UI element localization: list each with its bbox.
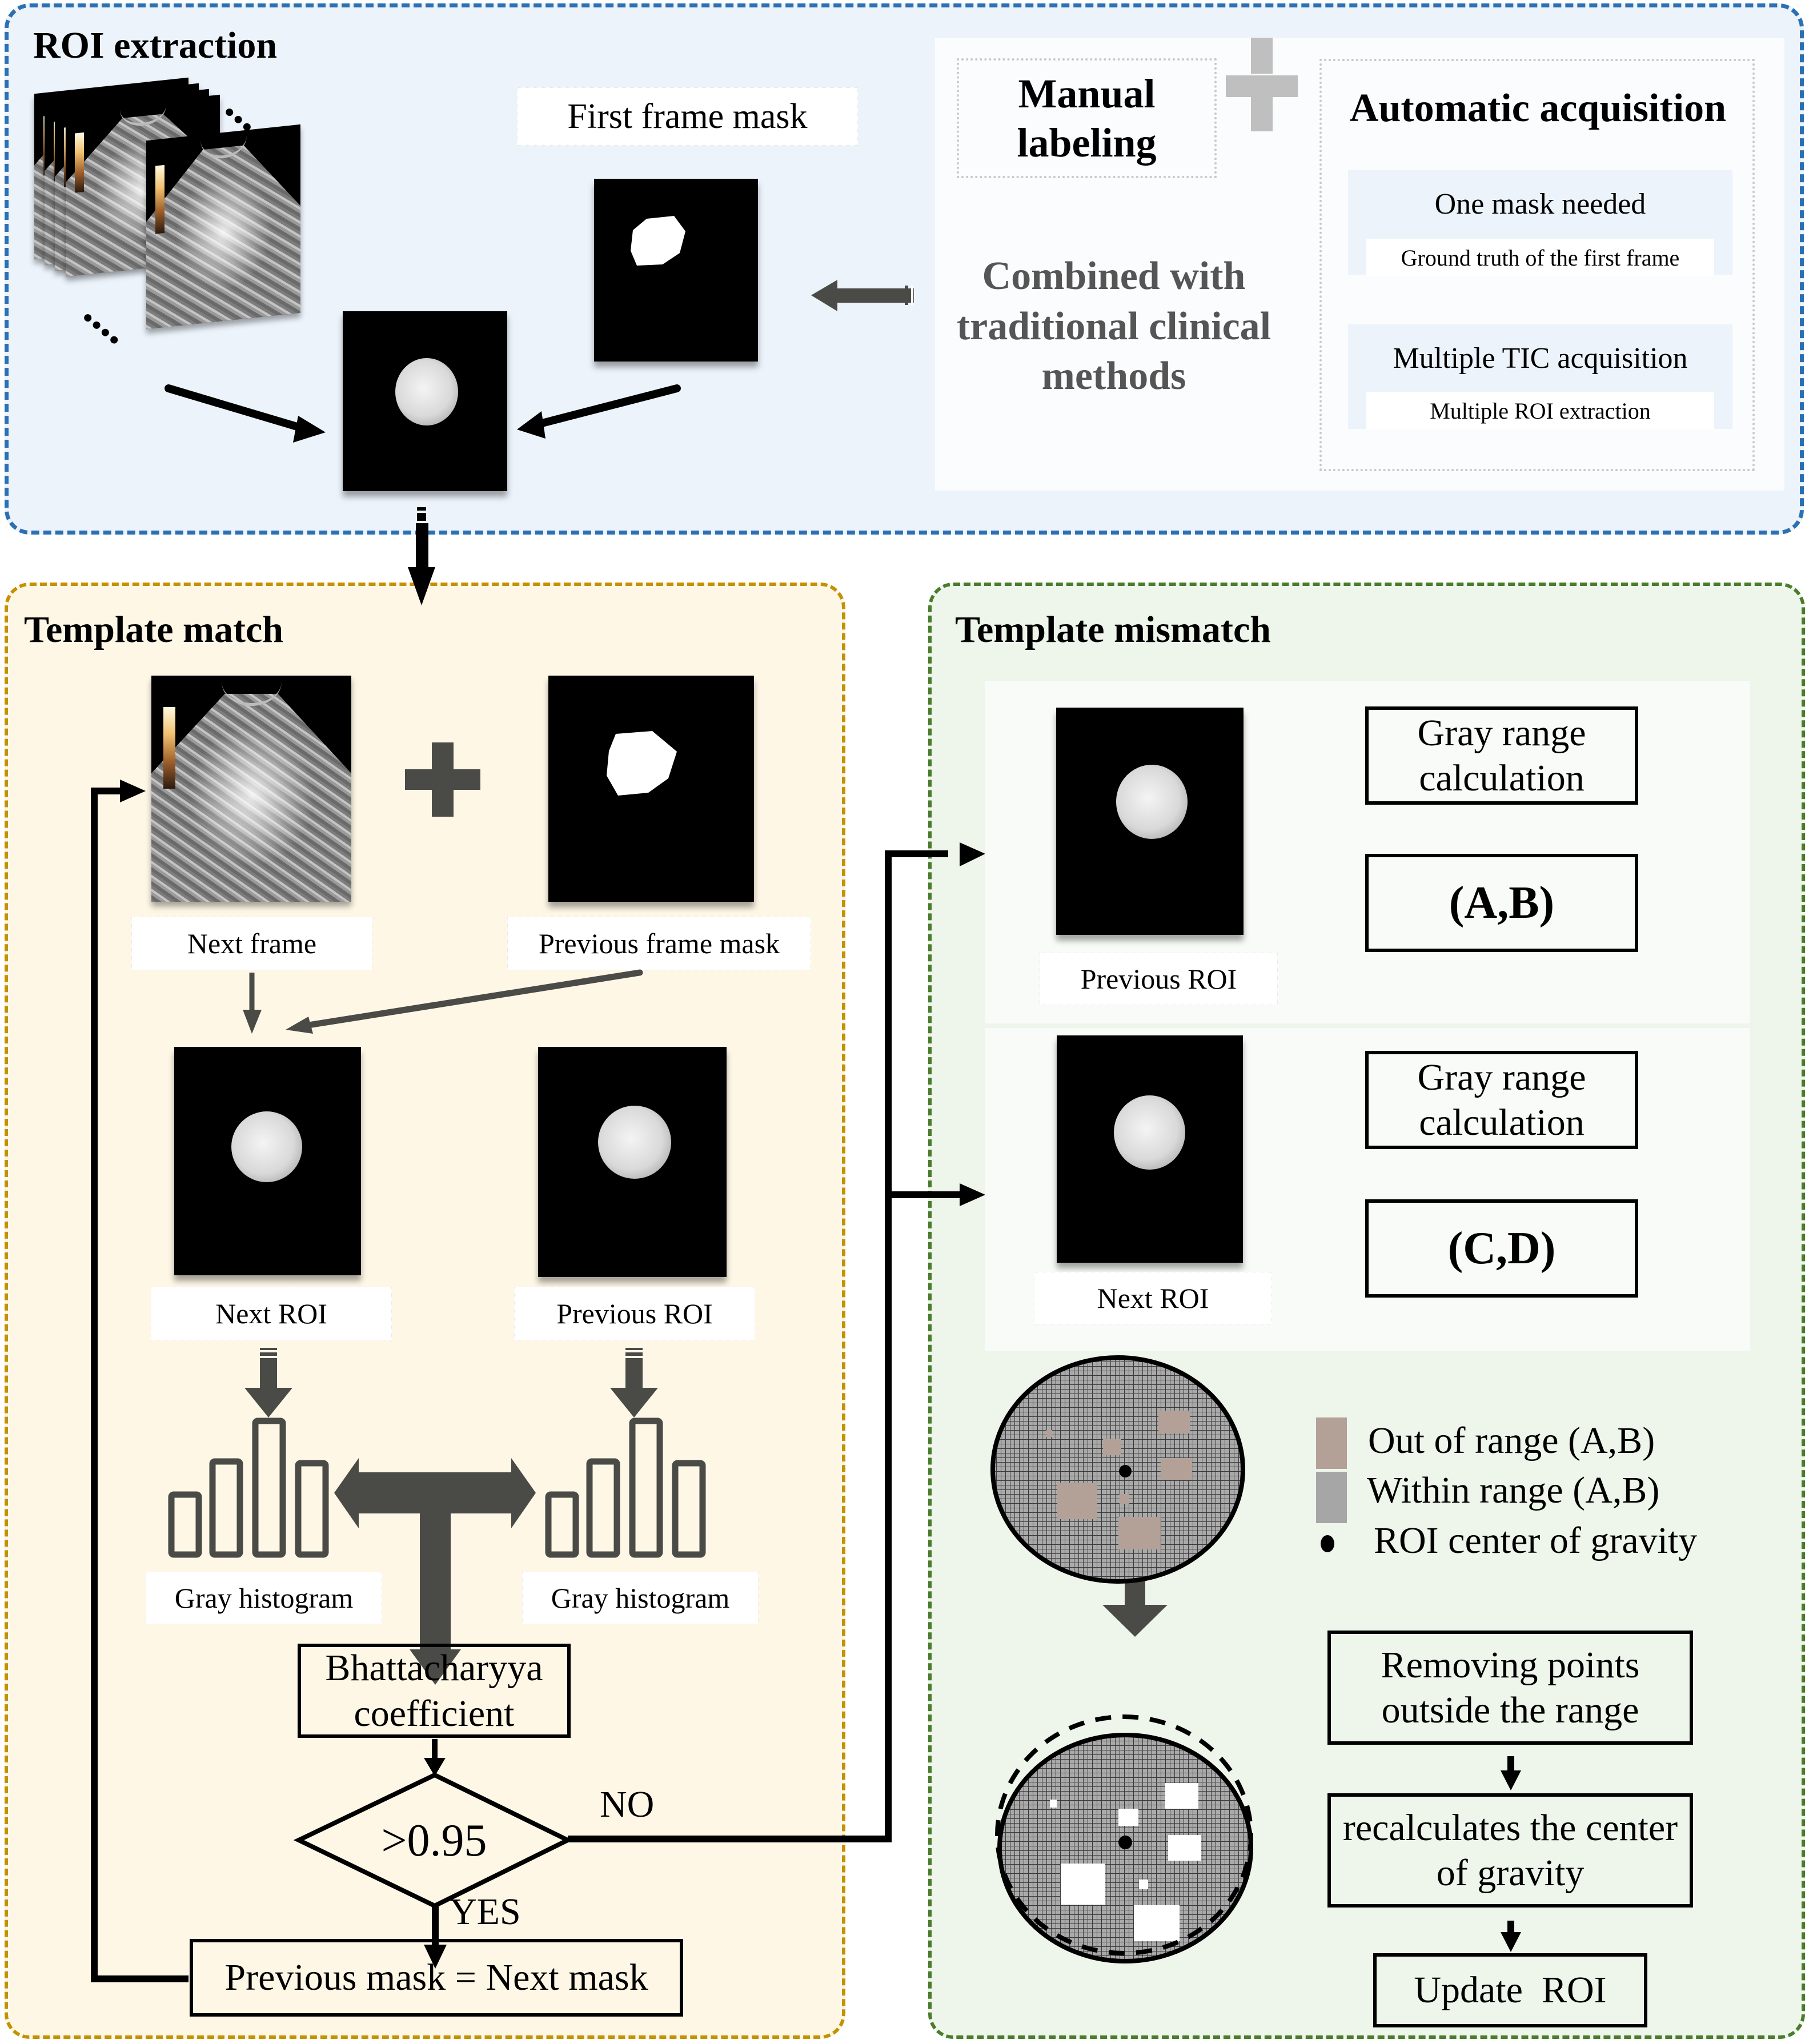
legend-swatch-within-range [1316, 1472, 1347, 1523]
one-mask-detail: Ground truth of the first frame [1366, 239, 1714, 276]
automatic-acquisition-box [1319, 59, 1755, 471]
mismatch-previous-roi-label: Previous ROI [1040, 953, 1278, 1005]
step-remove-points-box: Removing points outside the range [1327, 1631, 1693, 1745]
mismatch-next-roi-image [1057, 1035, 1243, 1263]
next-roi-image [174, 1047, 361, 1275]
template-match-title: Template match [24, 609, 284, 650]
roi-extraction-title: ROI extraction [33, 25, 278, 66]
step-recalculate-center-box: recalculates the center of gravity [1327, 1793, 1693, 1908]
previous-roi-label: Previous ROI [514, 1287, 755, 1340]
roi-blob [598, 1106, 671, 1179]
manual-labeling-box: Manual labeling [957, 58, 1217, 178]
legend-label-center-of-gravity: ROI center of gravity [1374, 1520, 1698, 1561]
bhattacharyya-box: Bhattacharyya coefficient [298, 1644, 571, 1738]
step-update-roi-box: Update ROI [1373, 1953, 1647, 2027]
next-roi-label: Next ROI [151, 1287, 392, 1340]
first-frame-mask-image [594, 179, 758, 362]
range-cd-box: (C,D) [1365, 1199, 1638, 1298]
mask-shape [631, 216, 685, 266]
roi-blob [1114, 1095, 1185, 1170]
gray-histogram-label-left: Gray histogram [146, 1572, 382, 1624]
roi-blob [395, 358, 458, 425]
legend-label-out-of-range: Out of range (A,B) [1368, 1420, 1655, 1461]
previous-roi-image [538, 1047, 727, 1277]
multiple-tic-heading: Multiple TIC acquisition [1393, 342, 1688, 375]
extracted-roi-image [343, 311, 507, 491]
first-frame-mask-label: First frame mask [517, 87, 858, 146]
next-frame-label: Next frame [131, 917, 372, 970]
gray-range-calc-box-1: Gray range calculation [1365, 706, 1638, 805]
combined-clinical-text: Combined with traditional clinical metho… [956, 254, 1271, 398]
mask-shape [607, 731, 677, 796]
ultrasound-frame-current [146, 124, 300, 330]
automatic-acquisition-title: Automatic acquisition [1349, 86, 1727, 130]
template-mismatch-title: Template mismatch [955, 609, 1271, 650]
yes-label: YES [450, 1891, 521, 1933]
range-ab-box: (A,B) [1365, 854, 1638, 952]
previous-frame-mask-label: Previous frame mask [507, 917, 811, 970]
previous-frame-mask-image [548, 676, 754, 902]
next-frame-image [151, 676, 351, 902]
multiple-tic-detail: Multiple ROI extraction [1366, 392, 1714, 429]
decision-threshold: >0.95 [381, 1816, 487, 1866]
one-mask-heading: One mask needed [1434, 188, 1646, 220]
gray-range-calc-box-2: Gray range calculation [1365, 1051, 1638, 1149]
mismatch-previous-roi-image [1056, 708, 1244, 935]
legend-dot-center-of-gravity [1321, 1535, 1334, 1552]
roi-blob [1116, 765, 1188, 839]
legend-label-within-range: Within range (A,B) [1367, 1469, 1660, 1511]
update-mask-box: Previous mask = Next mask [190, 1939, 683, 2017]
legend-swatch-out-of-range [1316, 1417, 1347, 1469]
gray-histogram-label-right: Gray histogram [522, 1572, 759, 1624]
no-label: NO [600, 1784, 655, 1825]
roi-blob [231, 1111, 302, 1182]
mismatch-next-roi-label: Next ROI [1034, 1272, 1272, 1324]
